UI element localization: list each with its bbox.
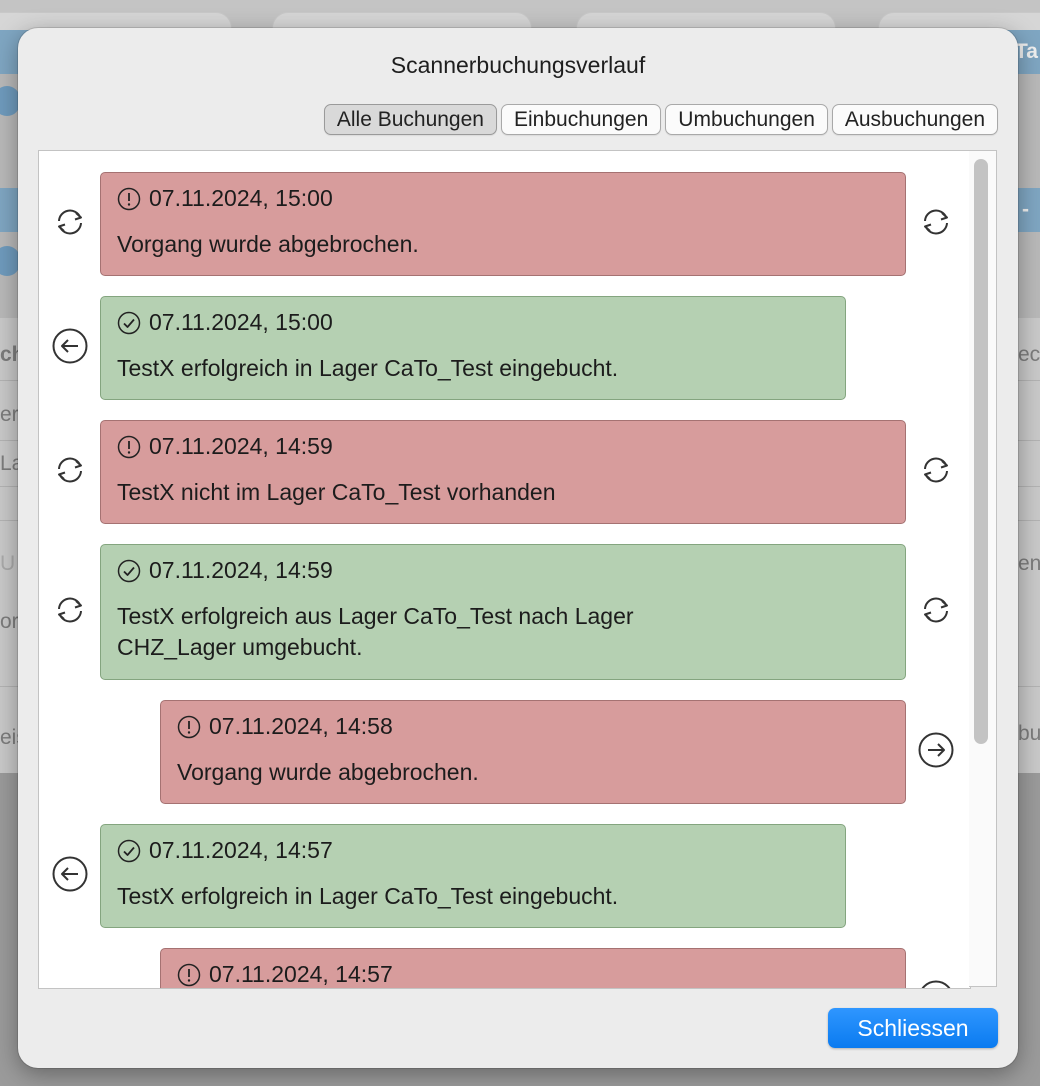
arrow-left-circle-icon [51, 327, 89, 365]
history-entry-error[interactable]: 07.11.2024, 15:00 Vorgang wurde abgebroc… [100, 172, 906, 276]
check-circle-icon [117, 311, 141, 334]
sync-icon [917, 451, 955, 489]
history-entry-error[interactable]: 07.11.2024, 14:58 Vorgang wurde abgebroc… [160, 700, 906, 804]
entry-timestamp: 07.11.2024, 14:58 [209, 713, 393, 739]
background-text-fragment: or [0, 610, 19, 633]
history-entry-success[interactable]: 07.11.2024, 14:59 TestX erfolgreich aus … [100, 544, 906, 680]
background-button [0, 246, 20, 276]
exclamation-circle-icon [177, 715, 201, 738]
background-text-fragment: U [0, 552, 16, 575]
arrow-right-circle-icon [917, 979, 955, 988]
arrow-right-circle-icon [917, 731, 955, 769]
exclamation-circle-icon [117, 187, 141, 210]
filter-check-in-button[interactable]: Einbuchungen [500, 104, 662, 135]
entry-message: TestX erfolgreich in Lager CaTo_Test ein… [117, 883, 619, 909]
filter-segmented-control: Alle Buchungen Einbuchungen Umbuchungen … [323, 104, 998, 135]
entry-message: TestX erfolgreich in Lager CaTo_Test ein… [117, 355, 619, 381]
scrollbar-thumb[interactable] [974, 159, 988, 744]
arrow-left-circle-icon [51, 855, 89, 893]
history-entry-error[interactable]: 07.11.2024, 14:59 TestX nicht im Lager C… [100, 420, 906, 524]
dialog-title: Scannerbuchungsverlauf [390, 52, 646, 78]
close-button[interactable]: Schliessen [828, 1008, 998, 1048]
background-text-fragment: La [0, 452, 24, 475]
sync-icon [51, 203, 89, 241]
filter-check-out-button[interactable]: Ausbuchungen [831, 104, 998, 135]
history-entry-error[interactable]: 07.11.2024, 14:57 [160, 948, 906, 988]
filter-all-button[interactable]: Alle Buchungen [323, 104, 497, 135]
entry-timestamp: 07.11.2024, 14:59 [149, 433, 333, 459]
exclamation-circle-icon [177, 963, 201, 986]
background-button [0, 86, 20, 116]
booking-history-list[interactable]: 07.11.2024, 15:00 Vorgang wurde abgebroc… [38, 150, 971, 989]
background-text-fragment: - [1022, 198, 1029, 221]
filter-transfer-button[interactable]: Umbuchungen [665, 104, 828, 135]
entry-message: TestX erfolgreich aus Lager CaTo_Test na… [117, 603, 634, 660]
entry-timestamp: 07.11.2024, 14:57 [209, 961, 393, 987]
history-entry-success[interactable]: 07.11.2024, 15:00 TestX erfolgreich in L… [100, 296, 846, 400]
booking-history-dialog: Scannerbuchungsverlauf Alle Buchungen Ei… [18, 28, 1018, 1068]
sync-icon [51, 591, 89, 629]
background-text-fragment: er [0, 403, 19, 426]
entry-message: Vorgang wurde abgebrochen. [117, 231, 419, 257]
background-text-fragment: Ta [1015, 40, 1038, 63]
entry-timestamp: 07.11.2024, 14:59 [149, 557, 333, 583]
background-text-fragment: en [1018, 552, 1040, 575]
entry-timestamp: 07.11.2024, 14:57 [149, 837, 333, 863]
sync-icon [51, 451, 89, 489]
history-entry-success[interactable]: 07.11.2024, 14:57 TestX erfolgreich in L… [100, 824, 846, 928]
exclamation-circle-icon [117, 435, 141, 458]
background-text-fragment: bu [1018, 722, 1040, 745]
check-circle-icon [117, 839, 141, 862]
check-circle-icon [117, 559, 141, 582]
entry-message: Vorgang wurde abgebrochen. [177, 759, 479, 785]
entry-timestamp: 07.11.2024, 15:00 [149, 185, 333, 211]
background-text-fragment: ec [1018, 343, 1040, 366]
sync-icon [917, 591, 955, 629]
entry-timestamp: 07.11.2024, 15:00 [149, 309, 333, 335]
entry-message: TestX nicht im Lager CaTo_Test vorhanden [117, 479, 556, 505]
sync-icon [917, 203, 955, 241]
